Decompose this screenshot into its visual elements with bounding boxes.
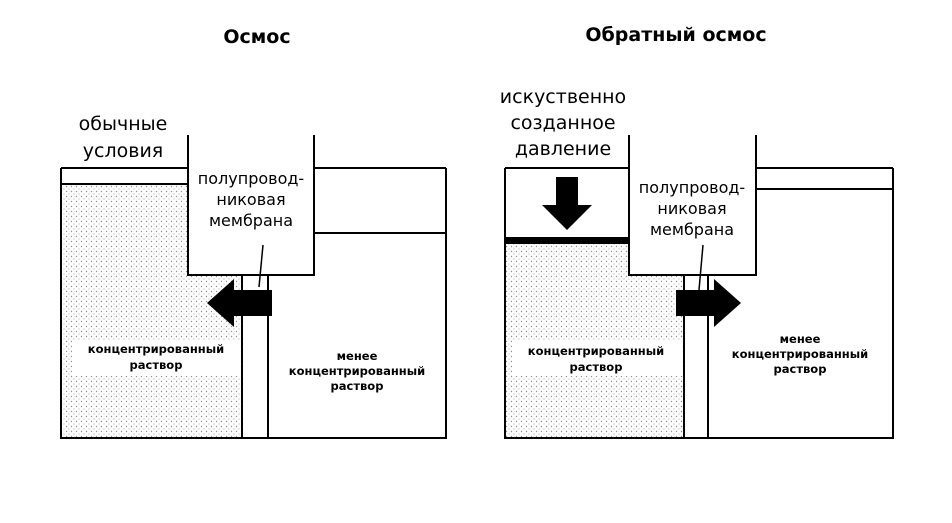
osmosis-left-label-bg [72,340,240,376]
reverse-osmosis-flow-arrow-right-icon [676,279,741,327]
osmosis-membrane-label-line2: никовая [216,190,285,209]
reverse-osmosis-panel: Обратный осмос искуственно созданное дав… [500,24,894,439]
reverse-osmosis-title: Обратный осмос [585,24,766,46]
reverse-osmosis-left-solution-line2: раствор [570,360,623,374]
osmosis-membrane-label-line3: мембрана [209,211,293,230]
reverse-osmosis-right-solution-line3: раствор [774,362,827,376]
osmosis-membrane-pointer [258,244,264,288]
osmosis-condition-label-line2: условия [83,140,163,162]
reverse-osmosis-left-solution-line1: концентрированный [528,344,664,358]
reverse-osmosis-membrane-label-line2: никовая [657,199,726,218]
osmosis-panel: Осмос обычные условия полупровод- никова… [60,26,447,439]
osmosis-right-solution-line2: концентрированный [289,364,425,378]
osmosis-title: Осмос [223,26,290,48]
osmosis-right-solution-line3: раствор [331,379,384,393]
reverse-osmosis-condition-label-line1: искуственно [500,86,626,108]
osmosis-right-solution-line1: менее [337,349,378,363]
reverse-osmosis-membrane-label-box [628,135,757,276]
osmosis-flow-arrow-left-icon [207,279,272,327]
reverse-osmosis-piston-icon [505,237,629,244]
reverse-osmosis-membrane-pointer [698,244,704,291]
reverse-osmosis-membrane-label-line1: полупровод- [639,178,745,197]
reverse-osmosis-left-label-bg [512,340,682,376]
reverse-osmosis-condition-label-line3: давление [515,138,611,160]
reverse-osmosis-right-solution-line1: менее [780,332,821,346]
reverse-osmosis-condition-label-line2: созданное [510,112,615,134]
reverse-osmosis-pressure-arrow-down-icon [542,177,592,230]
osmosis-membrane-label-box [187,135,315,276]
osmosis-membrane-label-line1: полупровод- [198,169,304,188]
osmosis-left-solution-line2: раствор [130,358,183,372]
reverse-osmosis-membrane-label-line3: мембрана [650,220,734,239]
osmosis-left-solution-line1: концентрированный [88,342,224,356]
osmosis-condition-label-line1: обычные [79,113,168,135]
reverse-osmosis-right-solution-line2: концентрированный [732,347,868,361]
